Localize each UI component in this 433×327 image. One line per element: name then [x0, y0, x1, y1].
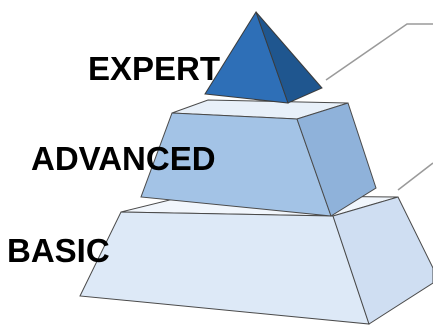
tier-basic-front: [79, 211, 370, 325]
tier-basic-side: [332, 196, 433, 325]
callout-lines: [325, 23, 433, 191]
tier-expert-side: [255, 11, 323, 104]
tier-label-advanced: ADVANCED: [31, 140, 216, 177]
tier-label-expert: EXPERT: [88, 50, 221, 87]
tier-expert: [204, 10, 323, 104]
tier-label-basic: BASIC: [7, 232, 110, 269]
callout-line-expert: [325, 23, 433, 81]
tier-advanced-side: [296, 102, 377, 217]
tier-advanced: [140, 99, 377, 217]
tier-basic: [79, 194, 433, 325]
callout-line-advanced: [397, 162, 433, 191]
